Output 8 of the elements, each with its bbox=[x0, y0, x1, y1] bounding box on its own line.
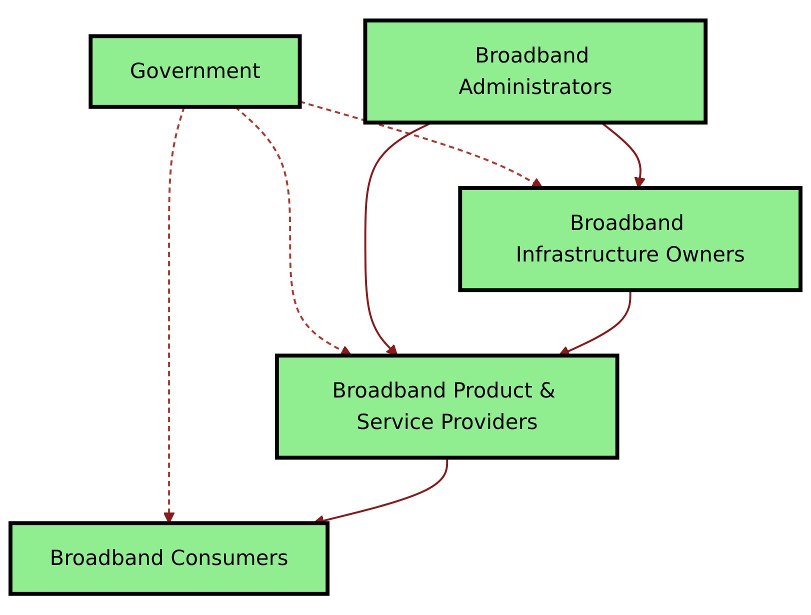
node-box: Government bbox=[88, 34, 302, 110]
node-box: Broadband Consumers bbox=[8, 522, 330, 596]
node-box: Broadband Administrators bbox=[363, 18, 708, 125]
arrow bbox=[600, 122, 646, 189]
arrow bbox=[300, 101, 544, 189]
node-box: Broadband Infrastructure Owners bbox=[458, 186, 802, 292]
arrow bbox=[364, 122, 432, 356]
node-box: Broadband Product & Service Providers bbox=[275, 354, 620, 460]
